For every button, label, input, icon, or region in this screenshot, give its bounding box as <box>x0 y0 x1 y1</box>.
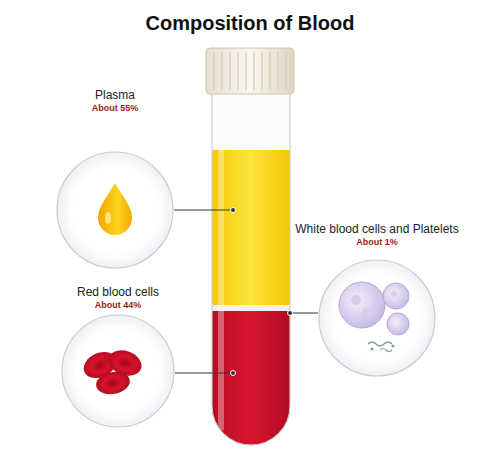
component-circle: White blood cells and PlateletsAbout 1% <box>277 222 477 376</box>
component-name: Plasma <box>15 88 215 102</box>
circle-border <box>62 315 174 427</box>
component-circle: PlasmaAbout 55% <box>15 88 215 268</box>
circle-outline <box>60 313 176 429</box>
circle-border <box>57 152 173 268</box>
circle-outline <box>55 150 175 270</box>
circle-outline <box>317 258 437 378</box>
component-circle: Red blood cellsAbout 44% <box>18 285 218 427</box>
percentage-label: About 55% <box>15 102 215 114</box>
circle-border <box>319 260 435 376</box>
diagram-title: Composition of Blood <box>0 12 500 35</box>
component-name: White blood cells and Platelets <box>277 222 477 236</box>
percentage-label: About 1% <box>277 236 477 248</box>
component-name: Red blood cells <box>18 285 218 299</box>
percentage-label: About 44% <box>18 299 218 311</box>
